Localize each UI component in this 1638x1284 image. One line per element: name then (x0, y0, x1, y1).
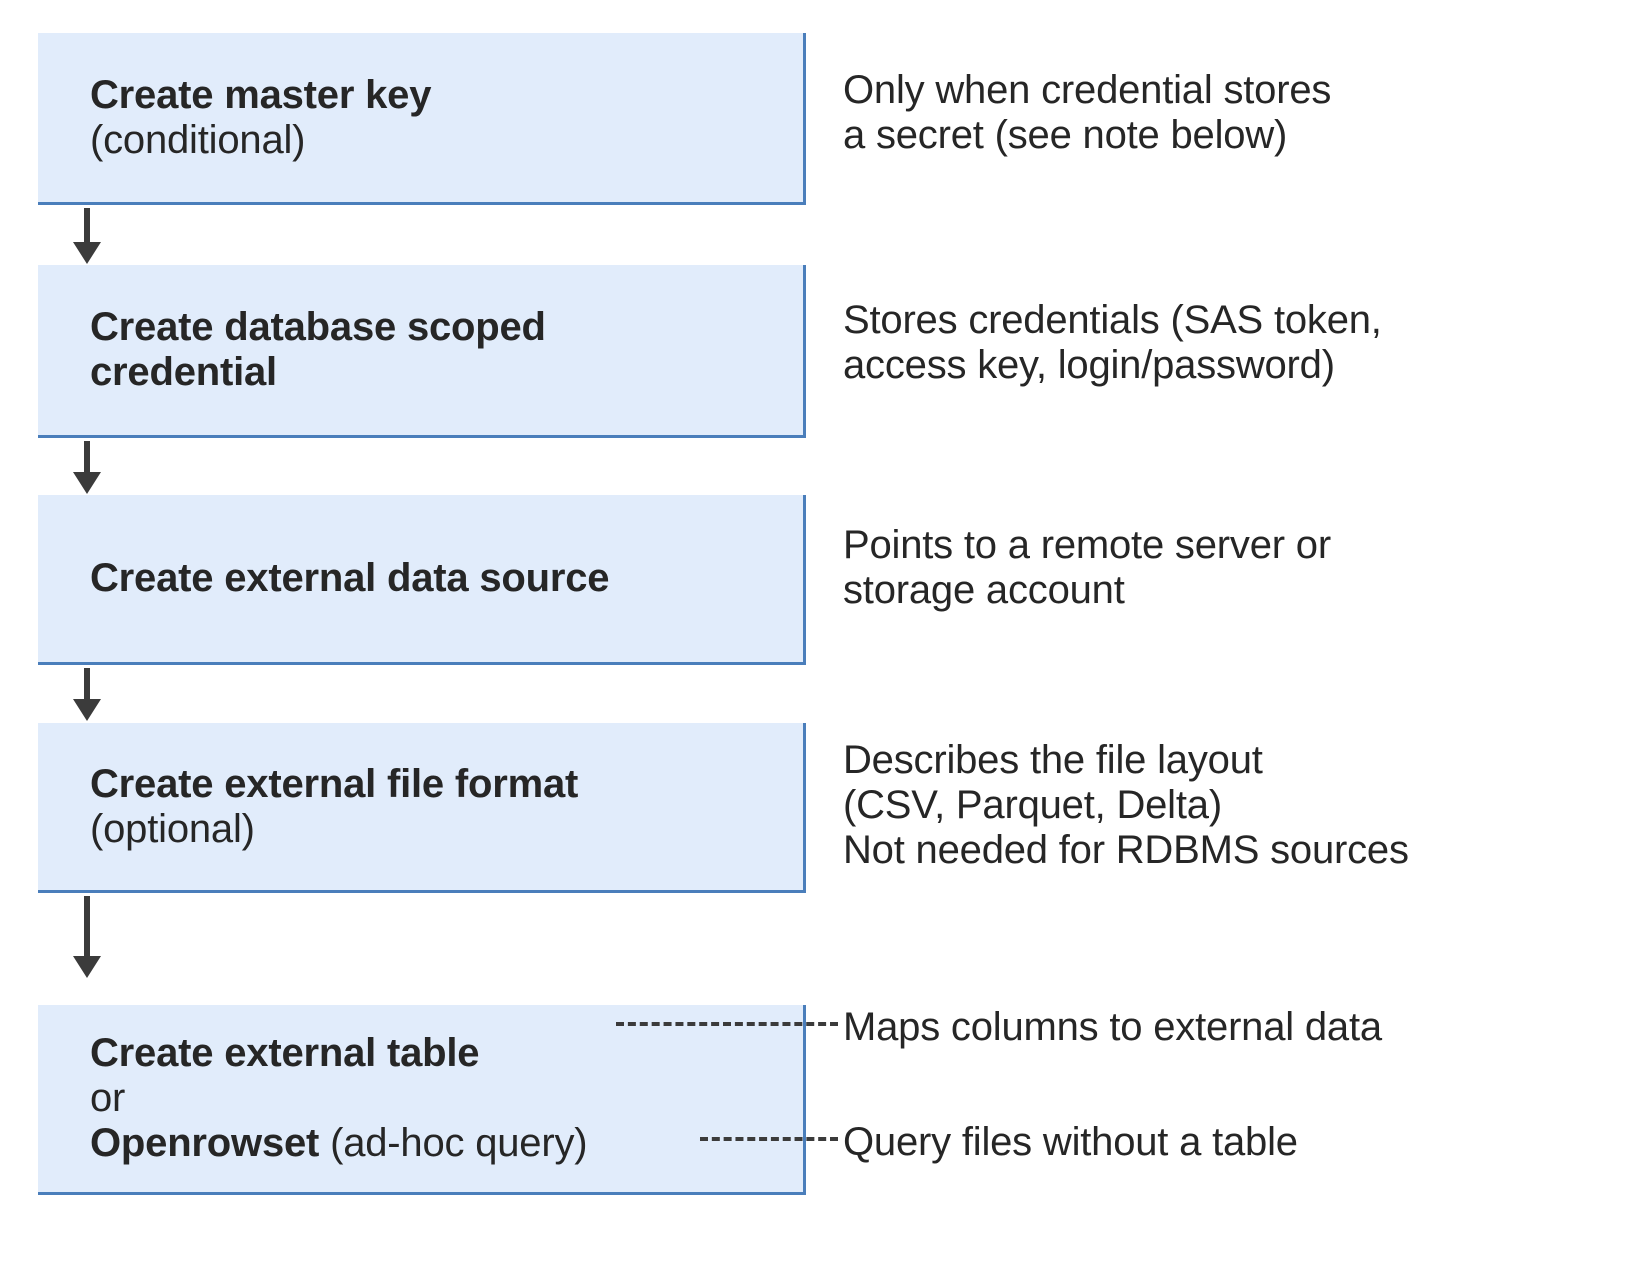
note-openrowset: Query files without a table (843, 1120, 1633, 1165)
step-box-label-group: Create master key (conditional) (38, 73, 803, 163)
step-title-openrowset: Openrowset (ad-hoc query) (90, 1121, 803, 1166)
note-line: Points to a remote server or (843, 523, 1331, 567)
note-line: Maps columns to external data (843, 1005, 1382, 1049)
step-box-create-external-table-or-openrowset[interactable]: Create external table or Openrowset (ad-… (38, 1005, 806, 1195)
flow-arrow-down-icon (73, 896, 101, 978)
flow-arrow-down-icon (73, 668, 101, 721)
note-create-external-table: Maps columns to external data (843, 1005, 1633, 1050)
dashed-connector-openrowset (700, 1137, 838, 1141)
note-create-external-data-source: Points to a remote server or storage acc… (843, 523, 1633, 613)
step-box-create-external-file-format[interactable]: Create external file format (optional) (38, 723, 806, 893)
note-line: Query files without a table (843, 1120, 1298, 1164)
step-title-create-external-file-format: Create external file format (90, 761, 579, 806)
note-line: (CSV, Parquet, Delta) (843, 783, 1222, 828)
note-create-database-scoped-credential: Stores credentials (SAS token, access ke… (843, 298, 1633, 388)
note-line: Stores credentials (SAS token, (843, 298, 1382, 342)
step-subtitle-conditional: (conditional) (90, 117, 306, 162)
step-box-label-group: Create external file format (optional) (38, 762, 803, 852)
step-title-create-external-data-source: Create external data source (90, 556, 610, 601)
dashed-connector-external-table (616, 1022, 838, 1026)
step-box-create-external-data-source[interactable]: Create external data source (38, 495, 806, 665)
step-title-create-master-key: Create master key (90, 72, 432, 117)
flow-arrow-down-icon (73, 208, 101, 264)
note-line: storage account (843, 568, 1125, 613)
step-title-openrowset-qualifier: (ad-hoc query) (319, 1120, 588, 1165)
step-box-create-master-key[interactable]: Create master key (conditional) (38, 33, 806, 205)
step-title-openrowset-bold: Openrowset (90, 1120, 320, 1165)
step-box-label-group: Create external data source (38, 556, 803, 601)
step-subtitle-optional: (optional) (90, 806, 255, 851)
step-box-label-group: Create database scoped credential (38, 305, 803, 395)
note-line: a secret (see note below) (843, 113, 1288, 158)
note-line: Describes the file layout (843, 738, 1263, 782)
step-box-label-group: Create external table or Openrowset (ad-… (38, 1031, 803, 1165)
flow-arrow-down-icon (73, 441, 101, 494)
step-title-create-external-table: Create external table (90, 1031, 480, 1076)
note-create-external-file-format: Describes the file layout (CSV, Parquet,… (843, 738, 1633, 874)
step-connector-or: or (90, 1076, 126, 1121)
note-create-master-key: Only when credential stores a secret (se… (843, 68, 1633, 158)
note-line: Not needed for RDBMS sources (843, 828, 1409, 873)
note-line: Only when credential stores (843, 68, 1332, 112)
step-box-create-database-scoped-credential[interactable]: Create database scoped credential (38, 265, 806, 438)
step-title-create-database-scoped-credential-line2: credential (90, 350, 277, 394)
note-line: access key, login/password) (843, 343, 1335, 388)
step-title-create-database-scoped-credential-line1: Create database scoped (90, 305, 546, 350)
